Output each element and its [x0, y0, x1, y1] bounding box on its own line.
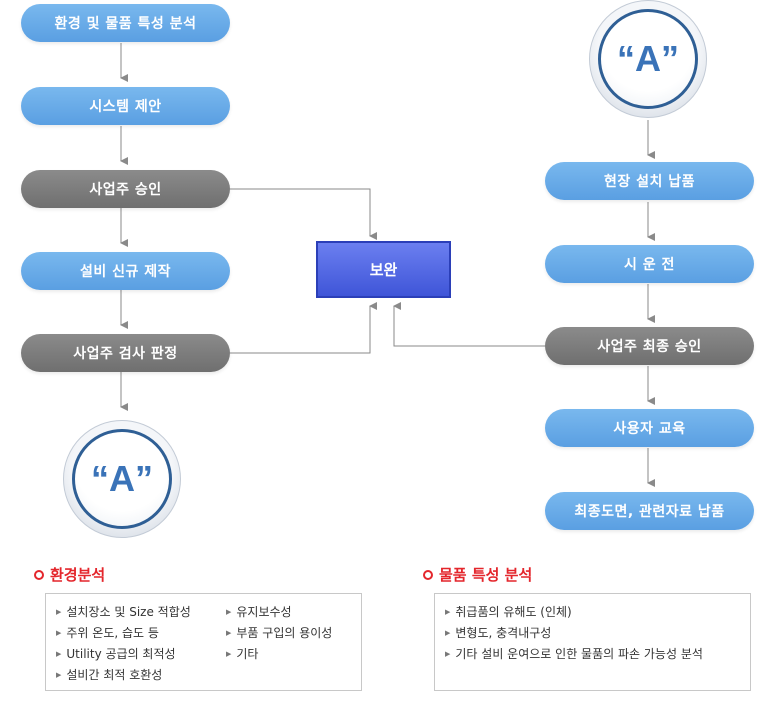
list-item-text: 유지보수성	[236, 605, 292, 619]
list-item-text: Utility 공급의 최적성	[66, 647, 176, 661]
env-section-title-text: 환경분석	[50, 566, 106, 584]
list-item-text: 설치장소 및 Size 적합성	[66, 605, 191, 619]
list-item: ▶ 주위 온도, 습도 등	[56, 624, 159, 641]
arrow-bullet-icon: ▶	[445, 607, 451, 616]
connector-circle-right: “A”	[589, 0, 707, 118]
list-item-text: 주위 온도, 습도 등	[66, 626, 159, 640]
step-final-delivery: 최종도면, 관련자료 납품	[545, 492, 754, 530]
step-site-install: 현장 설치 납품	[545, 162, 754, 200]
step-owner-inspection: 사업주 검사 판정	[21, 334, 230, 372]
list-item-text: 부품 구입의 용이성	[236, 626, 333, 640]
step-trial-run: 시 운 전	[545, 245, 754, 283]
arrow-bullet-icon: ▶	[56, 670, 62, 679]
goods-section-title-text: 물품 특성 분석	[439, 566, 533, 584]
connector-circle-left-label: “A”	[72, 429, 172, 529]
arrow-bullet-icon: ▶	[226, 628, 232, 637]
list-item: ▶ 설치장소 및 Size 적합성	[56, 603, 191, 620]
list-item-text: 변형도, 충격내구성	[455, 626, 552, 640]
list-item: ▶ 부품 구입의 용이성	[226, 624, 332, 641]
arrow-inspection-to-supplement	[230, 302, 377, 354]
step-user-training: 사용자 교육	[545, 409, 754, 447]
list-item: ▶ 취급품의 유해도 (인체)	[445, 603, 572, 620]
step-env-analysis: 환경 및 물품 특성 분석	[21, 4, 230, 42]
list-item: ▶ 유지보수성	[226, 603, 292, 620]
list-item: ▶ 기타	[226, 645, 258, 662]
list-item-text: 설비간 최적 호환성	[66, 668, 163, 682]
arrow-bullet-icon: ▶	[56, 649, 62, 658]
step-final-approval: 사업주 최종 승인	[545, 327, 754, 365]
step-owner-approval: 사업주 승인	[21, 170, 230, 208]
arrow-bullet-icon: ▶	[56, 607, 62, 616]
env-section-box: ▶ 설치장소 및 Size 적합성 ▶ 주위 온도, 습도 등 ▶ Utility 공…	[45, 593, 362, 691]
arrow-approval-to-supplement	[230, 188, 377, 240]
arrow-bullet-icon: ▶	[445, 649, 451, 658]
connector-circle-left: “A”	[63, 420, 181, 538]
step-system-proposal: 시스템 제안	[21, 87, 230, 125]
arrow-bullet-icon: ▶	[445, 628, 451, 637]
list-item: ▶ 설비간 최적 호환성	[56, 666, 162, 683]
arrow-final-to-supplement	[393, 302, 545, 347]
list-item: ▶ 변형도, 충격내구성	[445, 624, 551, 641]
step-new-fabrication: 설비 신규 제작	[21, 252, 230, 290]
list-item-text: 기타 설비 운여으로 인한 물품의 파손 가능성 분석	[455, 647, 703, 661]
list-item-text: 취급품의 유해도 (인체)	[455, 605, 572, 619]
list-item: ▶ Utility 공급의 최적성	[56, 645, 176, 662]
list-item-text: 기타	[236, 647, 259, 661]
arrow-bullet-icon: ▶	[226, 607, 232, 616]
list-item: ▶ 기타 설비 운여으로 인한 물품의 파손 가능성 분석	[445, 645, 703, 662]
goods-section-title: 물품 특성 분석	[423, 564, 532, 585]
supplement-box: 보완	[316, 241, 451, 298]
arrow-bullet-icon: ▶	[56, 628, 62, 637]
arrow-bullet-icon: ▶	[226, 649, 232, 658]
goods-section-box: ▶ 취급품의 유해도 (인체) ▶ 변형도, 충격내구성 ▶ 기타 설비 운여으로 인…	[434, 593, 751, 691]
circle-bullet-icon	[423, 569, 433, 580]
env-section-title: 환경분석	[34, 564, 105, 585]
circle-bullet-icon	[34, 569, 44, 580]
connector-circle-right-label: “A”	[598, 9, 698, 109]
